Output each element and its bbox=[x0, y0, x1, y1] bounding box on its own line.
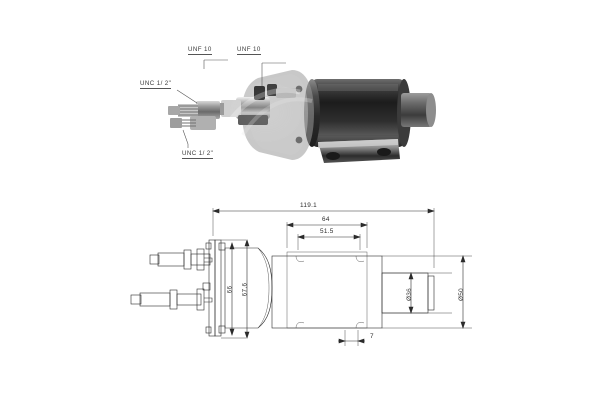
dim-overall-length: 119.1 bbox=[300, 202, 318, 209]
drawing-terminal-studs bbox=[130, 248, 213, 311]
dim-bracket-span: 51.5 bbox=[320, 228, 334, 235]
dim-body-height: 67.6 bbox=[241, 282, 249, 297]
dimension-lines bbox=[212, 208, 466, 344]
dim-body-length: 64 bbox=[322, 216, 330, 223]
callout-unf-left: UNF 10 bbox=[188, 46, 212, 55]
extension-lines bbox=[212, 208, 472, 346]
callout-unc-lower: UNC 1/ 2" bbox=[182, 150, 214, 159]
dim-bracket-slot: 7 bbox=[370, 333, 374, 340]
callout-unf-right: UNF 10 bbox=[237, 46, 261, 55]
callout-leader-lines bbox=[176, 59, 286, 148]
dim-plunger-diameter: Ø36 bbox=[405, 288, 413, 301]
plunger-nose bbox=[401, 93, 436, 127]
callout-unc-upper: UNC 1/ 2" bbox=[140, 80, 172, 89]
mounting-bracket bbox=[318, 139, 400, 163]
threaded-stud-front bbox=[168, 101, 220, 130]
dim-flange-height: 66 bbox=[226, 285, 234, 294]
drawing-flange bbox=[202, 239, 226, 337]
dim-case-diameter: Ø50 bbox=[457, 288, 465, 301]
watermark bbox=[222, 82, 313, 142]
drawing-body-case bbox=[271, 251, 383, 329]
